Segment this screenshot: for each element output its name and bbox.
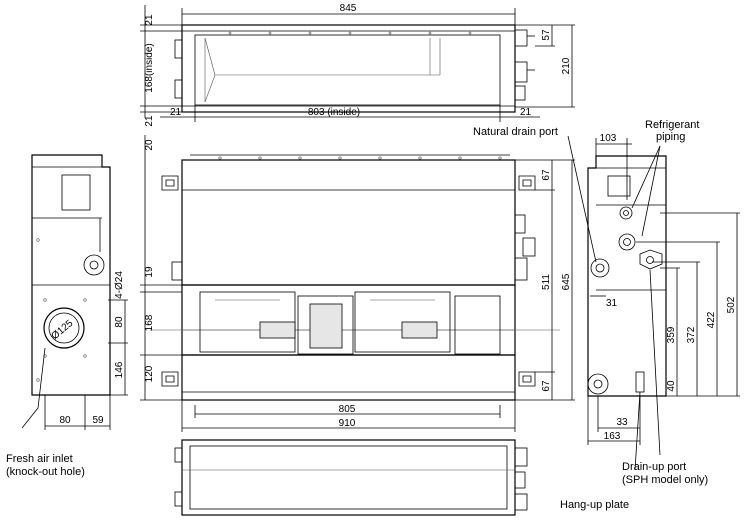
dim-910: 910: [339, 418, 356, 429]
dim-40: 40: [666, 380, 677, 392]
label-refrigerant-line2: piping: [656, 131, 685, 143]
right-side-view: 103 31 359 372 422 502 40 33 163: [567, 133, 740, 471]
label-drain-up-port-line2: (SPH model only): [622, 474, 708, 486]
nameplate-left: [259, 321, 296, 339]
dim-21-right: 21: [520, 107, 532, 118]
dim-645: 645: [561, 273, 572, 290]
dim-845: 845: [340, 3, 357, 14]
bottom-view: [174, 439, 528, 516]
hang-up-plate-shape: [635, 371, 645, 393]
drain-up-port: [639, 249, 663, 270]
left-side-view: Ø125 4-Ø24 80 146 80 59: [21, 154, 128, 430]
label-refrigerant-line1: Refrigerant: [645, 119, 699, 131]
dim-diameter-125: Ø125: [49, 318, 75, 342]
dim-31: 31: [606, 298, 618, 309]
refrigerant-pipe-large: [618, 233, 636, 251]
top-view-inner-frame: [194, 34, 501, 106]
dim-67-top: 67: [541, 169, 552, 181]
dim-803-inside: 803 (inside): [308, 107, 360, 118]
dim-372: 372: [686, 326, 697, 343]
dim-422: 422: [706, 311, 717, 328]
dim-168: 168: [144, 314, 155, 331]
dim-146: 146: [114, 361, 125, 378]
dim-359: 359: [666, 326, 677, 343]
dim-210: 210: [561, 57, 572, 74]
left-side-drain-circle: [83, 254, 105, 276]
dim-163: 163: [604, 431, 621, 442]
dim-21-bottom: 21: [144, 115, 155, 127]
dim-511: 511: [541, 274, 552, 290]
fan-motor: [309, 303, 343, 349]
dim-80-horizontal: 80: [59, 415, 71, 426]
dim-103: 103: [600, 133, 617, 144]
bottom-view-body: [181, 439, 516, 516]
label-hang-up-plate: Hang-up plate: [560, 499, 629, 511]
dim-21-left: 21: [170, 107, 182, 118]
dim-4-diameter-24: 4-Ø24: [114, 271, 125, 299]
fresh-air-inlet-hole: [43, 307, 85, 349]
dim-168-inside: 168(inside): [144, 43, 155, 92]
front-view: 20: [140, 135, 575, 432]
label-drain-up-port-line1: Drain-up port: [622, 461, 686, 473]
top-view: 845 21 168(inside) 21 57 210 21 803 (ins…: [140, 3, 575, 127]
nameplate-right: [401, 321, 438, 339]
dim-21-top: 21: [144, 14, 155, 26]
dim-805: 805: [339, 404, 356, 415]
top-view-body: [181, 24, 516, 113]
refrigerant-pipe-small: [619, 206, 633, 220]
dim-33: 33: [616, 417, 628, 428]
dim-67-bottom: 67: [541, 380, 552, 392]
right-side-bottom-circle: [587, 373, 609, 395]
front-view-upper-casing: [181, 159, 516, 286]
fan-section: [181, 284, 516, 356]
dim-57: 57: [541, 29, 552, 41]
dim-502: 502: [726, 296, 737, 313]
label-natural-drain-port: Natural drain port: [473, 126, 558, 138]
dim-120: 120: [144, 365, 155, 382]
dim-80-vertical: 80: [114, 316, 125, 328]
dim-20: 20: [144, 139, 155, 151]
left-side-outline: [31, 154, 111, 396]
label-fresh-air-inlet-line1: Fresh air inlet: [6, 453, 73, 465]
natural-drain-port: [590, 258, 610, 278]
label-fresh-air-inlet-line2: (knock-out hole): [6, 466, 85, 478]
dim-59: 59: [92, 415, 104, 426]
front-view-lower-casing: [181, 354, 516, 401]
dim-19: 19: [144, 266, 155, 278]
